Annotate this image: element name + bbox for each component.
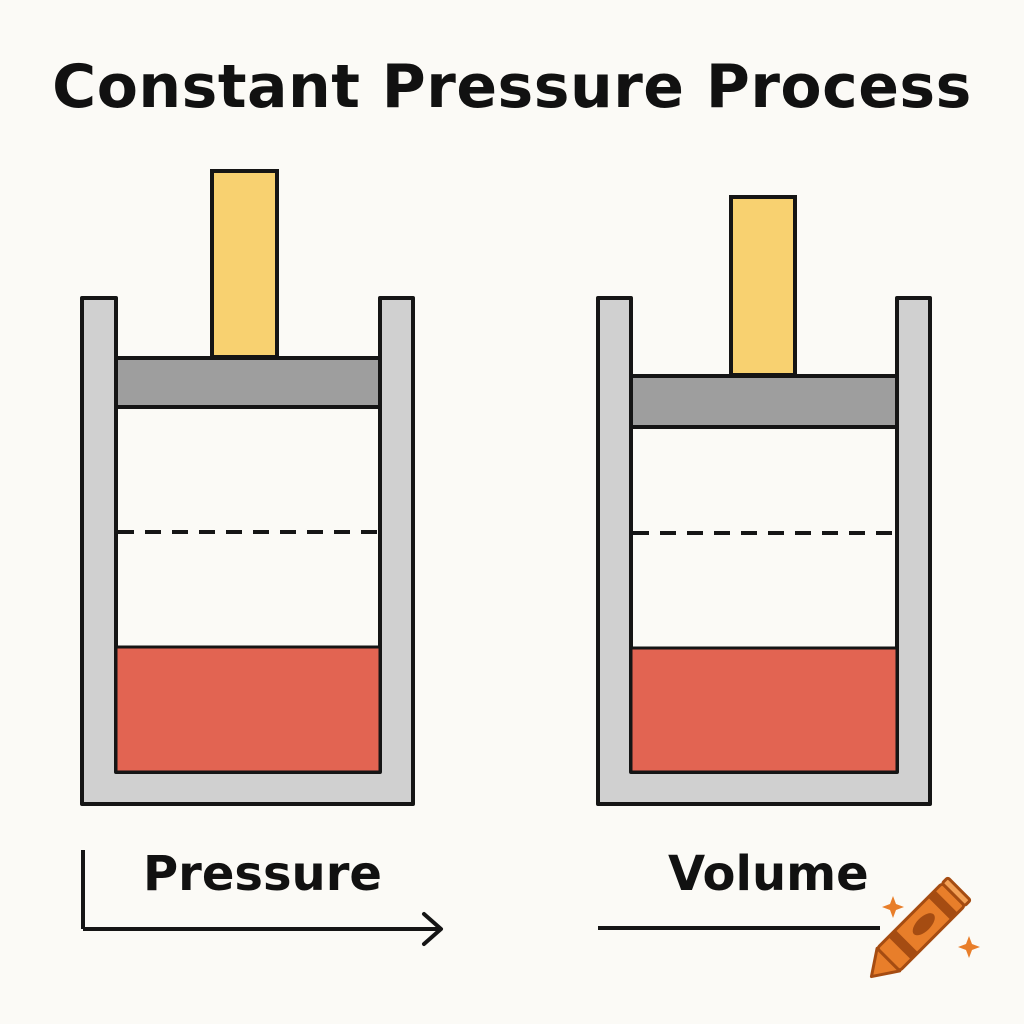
piston-left [114, 356, 382, 409]
crayon-icon [869, 876, 980, 979]
sparkle-icon [958, 936, 980, 958]
cylinder-right [596, 195, 932, 806]
pressure-label: Pressure [143, 846, 382, 902]
piston-right [629, 374, 899, 429]
piston-rod-right [729, 195, 797, 377]
gas-left [114, 645, 382, 774]
diagram-title: Constant Pressure Process [52, 52, 972, 122]
sparkle-icon [882, 896, 904, 918]
pressure-axis [81, 850, 443, 946]
gas-right [629, 646, 899, 774]
volume-label: Volume [668, 846, 869, 902]
piston-rod-left [210, 169, 279, 359]
cylinder-right-wall [596, 296, 932, 806]
arrow-head-icon [422, 912, 443, 946]
cylinder-left [80, 169, 415, 806]
